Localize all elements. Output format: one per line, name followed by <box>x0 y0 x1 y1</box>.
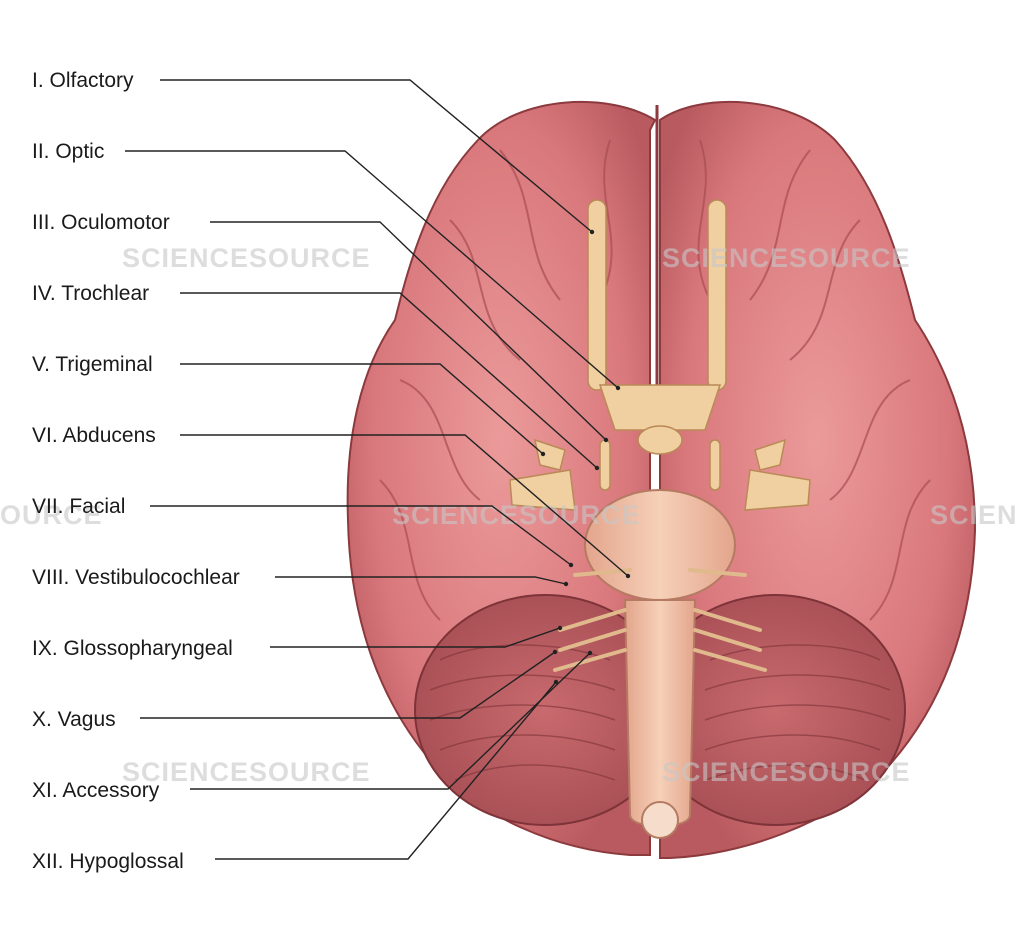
leader-abducens-endpoint <box>625 573 631 579</box>
watermark-bottom-right: SCIENCESOURCE <box>662 757 911 787</box>
watermark-middle: SCIENCESOURCE <box>392 500 641 530</box>
leader-trochlear-endpoint <box>594 465 600 471</box>
leader-hypoglossal <box>215 681 557 860</box>
label-vagus: X. Vagus <box>32 708 116 731</box>
lower-nerve-rootlets <box>553 568 767 672</box>
leader-accessory-endpoint <box>587 650 593 656</box>
leader-vagus-endpoint <box>552 649 558 655</box>
label-trochlear: IV. Trochlear <box>32 282 150 305</box>
olfactory-tracts <box>587 199 727 391</box>
leader-facial-endpoint <box>568 562 574 568</box>
label-hypoglossal: XII. Hypoglossal <box>32 850 184 873</box>
leader-vestibulocochlear-endpoint <box>563 581 569 587</box>
optic-chiasm <box>598 384 722 455</box>
watermark-top-right: SCIENCESOURCE <box>662 243 911 273</box>
leader-glossopharyngeal <box>270 627 561 648</box>
label-vestibulocochlear: VIII. Vestibulocochlear <box>32 566 240 589</box>
label-oculomotor: III. Oculomotor <box>32 211 170 234</box>
watermark-top-left: SCIENCESOURCE <box>122 243 371 273</box>
watermark-bottom-left: SCIENCESOURCE <box>122 757 371 787</box>
label-accessory: XI. Accessory <box>32 779 160 802</box>
leader-oculomotor <box>210 221 607 441</box>
label-abducens: VI. Abducens <box>32 424 156 447</box>
leader-abducens <box>180 434 629 577</box>
label-facial: VII. Facial <box>32 495 126 518</box>
leader-trochlear <box>180 292 598 469</box>
leader-oculomotor-endpoint <box>603 437 609 443</box>
leader-hypoglossal-endpoint <box>553 679 559 685</box>
leader-olfactory <box>160 79 593 233</box>
cranial-nerve-roots <box>509 438 811 511</box>
leader-vagus <box>140 651 556 719</box>
leader-optic <box>125 150 619 389</box>
leader-vestibulocochlear <box>275 576 567 585</box>
label-olfactory: I. Olfactory <box>32 69 134 92</box>
watermark-left-fragment: OURCE <box>0 500 103 530</box>
leader-trigeminal-endpoint <box>540 451 546 457</box>
label-glossopharyngeal: IX. Glossopharyngeal <box>32 637 233 660</box>
label-trigeminal: V. Trigeminal <box>32 353 153 376</box>
leader-lines <box>125 79 631 860</box>
watermark-right-fragment: SCIEN <box>930 500 1018 530</box>
label-optic: II. Optic <box>32 140 105 163</box>
cerebellar-folia <box>429 644 891 781</box>
leader-glossopharyngeal-endpoint <box>557 625 563 631</box>
watermarks: SCIENCESOURCE SCIENCESOURCE SCIENCESOURC… <box>0 243 1018 787</box>
leader-trigeminal <box>180 363 544 455</box>
leader-olfactory-endpoint <box>589 229 595 235</box>
leader-facial <box>150 505 572 566</box>
leader-optic-endpoint <box>615 385 621 391</box>
